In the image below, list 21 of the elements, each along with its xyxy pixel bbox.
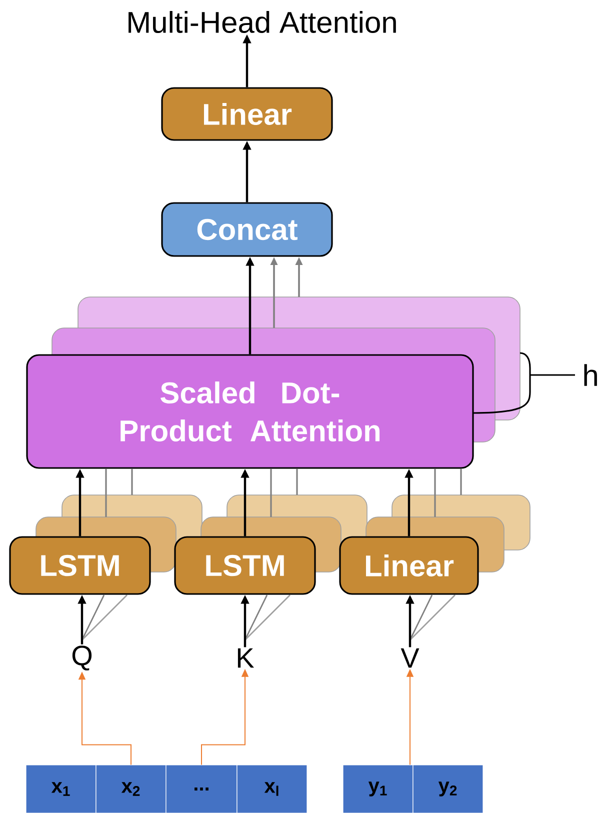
input-label: V	[400, 648, 420, 668]
attention-box: Scaled Dot-Product Attention	[26, 354, 474, 469]
sequence-cell: x$_{1}$	[26, 764, 96, 813]
lstm-box: LSTM	[174, 536, 316, 595]
node-label: x$_{2}$	[121, 782, 140, 796]
concat-box: Concat	[161, 202, 333, 257]
node-label: ...	[194, 788, 208, 790]
linear-box: Linear	[339, 536, 479, 595]
node-label: x$_{1}$	[51, 782, 70, 796]
sequence-cell: x$_{l}$	[236, 764, 308, 813]
lstm-box: LSTM	[9, 536, 151, 595]
sequence-cell: y$_{2}$	[412, 764, 484, 813]
head-count-label: h	[584, 364, 597, 386]
sequence-cell: y$_{1}$	[342, 764, 414, 813]
title-text: Multi-Head Attention	[128, 10, 396, 34]
linear-box: Linear	[161, 87, 333, 141]
sequence-cell: ...	[166, 764, 238, 813]
node-label: y$_{1}$	[368, 782, 387, 796]
sequence-cell: x$_{2}$	[96, 764, 166, 813]
input-label: Q	[72, 646, 92, 670]
input-label: K	[238, 648, 254, 668]
